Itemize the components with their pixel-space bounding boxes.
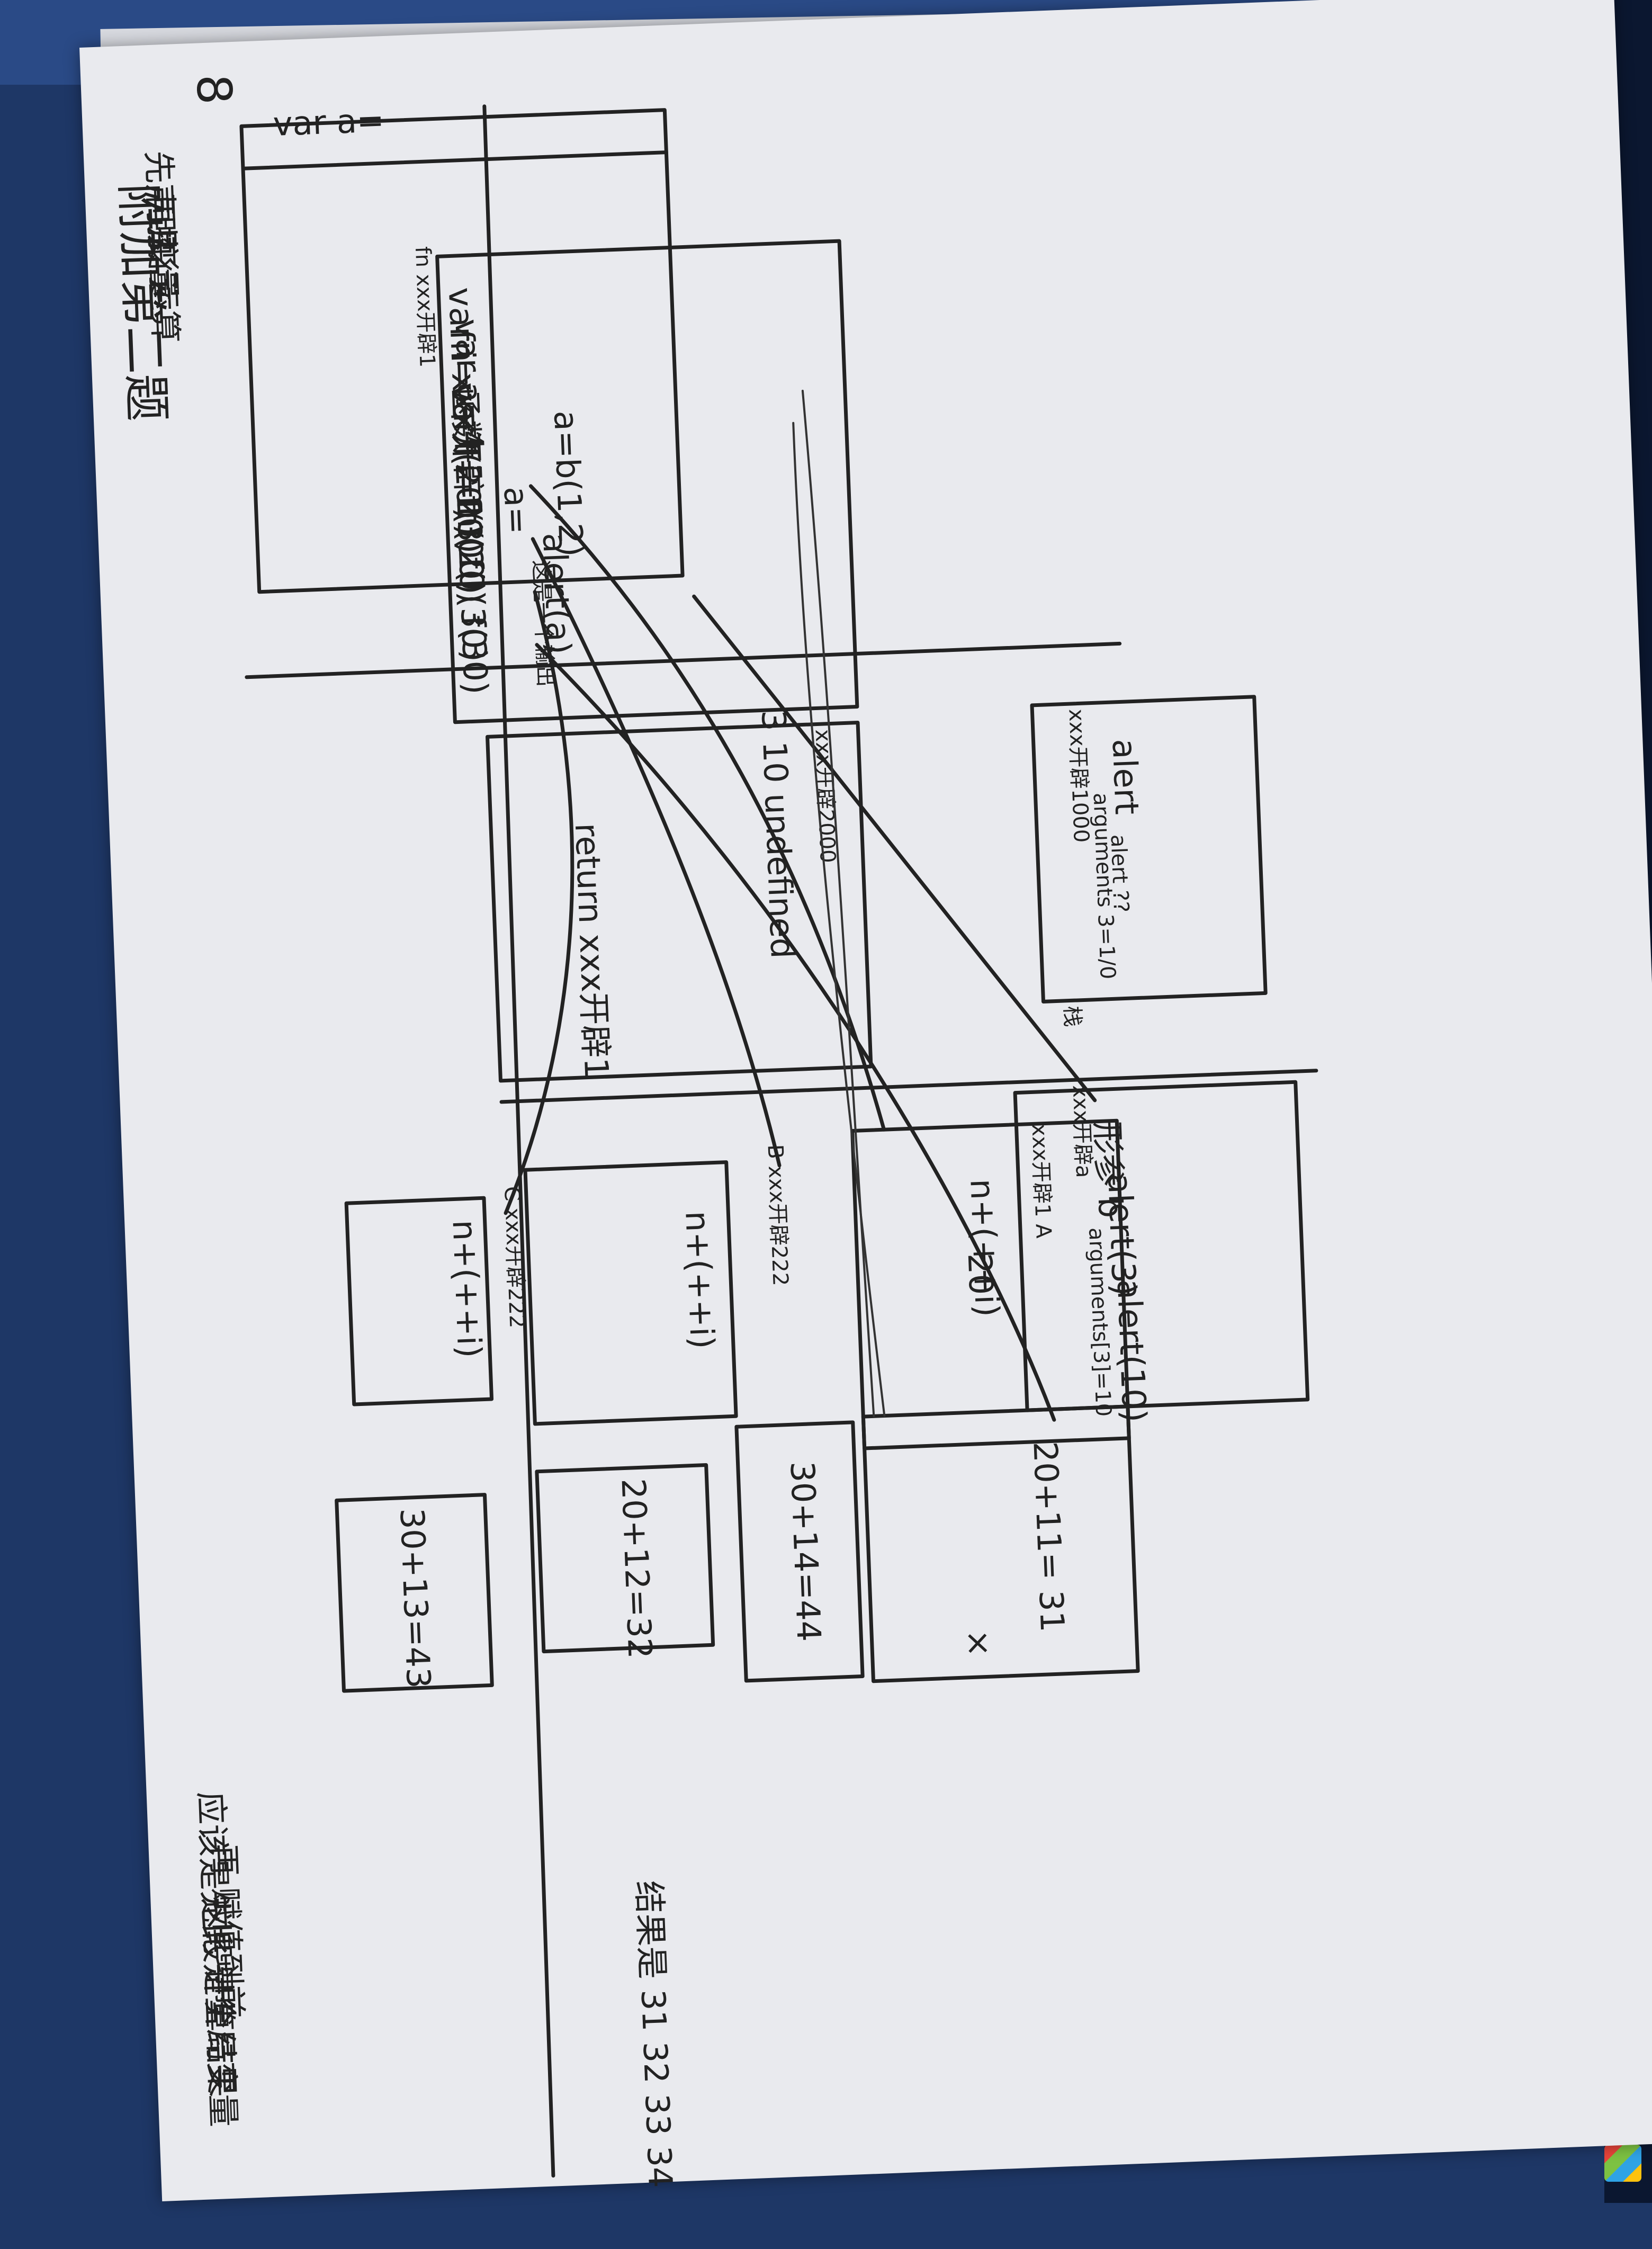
box-global-header: var a= <box>272 101 384 144</box>
calc-mark: × <box>959 1629 999 1658</box>
arrow-global-to-args <box>692 594 1097 1103</box>
box-alert-line3: alert ?? <box>1106 834 1133 913</box>
box-global-header-note: fn xxx开辟1 <box>410 246 439 368</box>
box-return-tag: xxx开辟2000 <box>810 729 840 863</box>
box-arguments-tag: xxx开辟a <box>1068 1085 1096 1178</box>
box-a-strike: 20 <box>960 1252 1001 1296</box>
calc-box-3-text: 20+12=32 <box>614 1477 660 1659</box>
box-alert-side: 栈 <box>1060 1006 1085 1028</box>
arrow-f-20 <box>531 537 782 1168</box>
page-number: 8 <box>185 73 242 105</box>
note-right-3: 这段是全局变量 <box>195 1896 243 2127</box>
box-global-line1: a=b(1,2) <box>546 410 591 558</box>
closure-line2: fn xxx开辟2000 <box>443 329 491 580</box>
box-arguments-line4: alert(10) <box>1110 1278 1154 1423</box>
sketch-drawing: 8 var a= fn xxx开辟1 var a=4 a=b(1,2) a= a… <box>110 73 1318 2189</box>
box-arguments-line1: 形参 b <box>1088 1121 1130 1219</box>
box-arguments <box>1013 1080 1310 1412</box>
calc-box-2 <box>734 1420 865 1683</box>
box-global-line2: a= <box>496 486 536 535</box>
box-global-line3: alert(a) <box>535 532 579 655</box>
left-label-4: 运算 <box>144 277 185 344</box>
arrow-f30 <box>535 643 1056 1422</box>
box-a <box>850 1118 1131 1450</box>
box-global-body: var a=4 <box>447 318 491 452</box>
divider-line-low <box>499 1069 1318 1104</box>
arrow-f-30 <box>504 590 574 1215</box>
note-right-2: 再 赋值到前 <box>204 1843 249 2019</box>
box-a-tag: xxx开辟1 A <box>1027 1123 1055 1239</box>
closure-line7: f(30) <box>454 615 496 695</box>
box-return-body: return xxx开辟1 <box>568 822 616 1079</box>
box-c-tag: C xxx开辟222 <box>499 1186 529 1329</box>
note-bottom: 附加第二题 <box>110 182 175 423</box>
closure-line3: var f= fn() <box>445 382 490 554</box>
calc-box-4-text: 30+13=43 <box>392 1508 438 1689</box>
windows-logo-icon <box>1604 2145 1641 2182</box>
notebook-page: 8 var a= fn xxx开辟1 var a=4 a=b(1,2) a= a… <box>79 0 1652 2202</box>
calc-box-3 <box>535 1463 715 1654</box>
result-final: 结果是 31 32 33 34 <box>630 1880 680 2189</box>
calc-box-4 <box>335 1493 494 1693</box>
box-c-body: n+(++i) <box>445 1219 489 1358</box>
closure-line6: f()(30) <box>452 557 495 662</box>
box-c <box>344 1196 494 1406</box>
box-b-tag: B xxx开辟222 <box>762 1144 792 1286</box>
box-return <box>486 721 873 1083</box>
box-global-scope <box>239 108 685 594</box>
box-alert-tag: xxx开辟1000 <box>1064 709 1093 843</box>
result-line: 3 10 undefined <box>754 709 802 959</box>
box-closure <box>435 239 859 724</box>
calc-box-2-text: 30+14=44 <box>783 1460 829 1642</box>
arrow-trace-1 <box>801 390 875 1418</box>
closure-line5: f()(20) <box>449 498 492 604</box>
box-b-body: n+(++i) <box>678 1210 722 1349</box>
closure-line4: f(20) <box>447 440 489 521</box>
left-label-1: 先声明 <box>139 150 182 250</box>
arrow-trace-2 <box>792 422 886 1417</box>
box-alert-line1: alert <box>1105 738 1146 816</box>
calc-box-1-text: 20+11= 31 <box>1026 1441 1072 1633</box>
box-alert <box>1030 695 1268 1003</box>
calc-box-1 <box>861 1404 1140 1683</box>
box-global-header-line <box>241 150 668 171</box>
divider-line-top <box>482 104 555 2178</box>
left-label-2: 再执行 <box>141 192 183 292</box>
box-b <box>523 1160 738 1426</box>
left-label-3: 变量 <box>142 235 184 302</box>
handwritten-sheet: 8 var a= fn xxx开辟1 var a=4 a=b(1,2) a= a… <box>79 0 1652 2249</box>
divider-line-mid <box>245 641 1122 679</box>
